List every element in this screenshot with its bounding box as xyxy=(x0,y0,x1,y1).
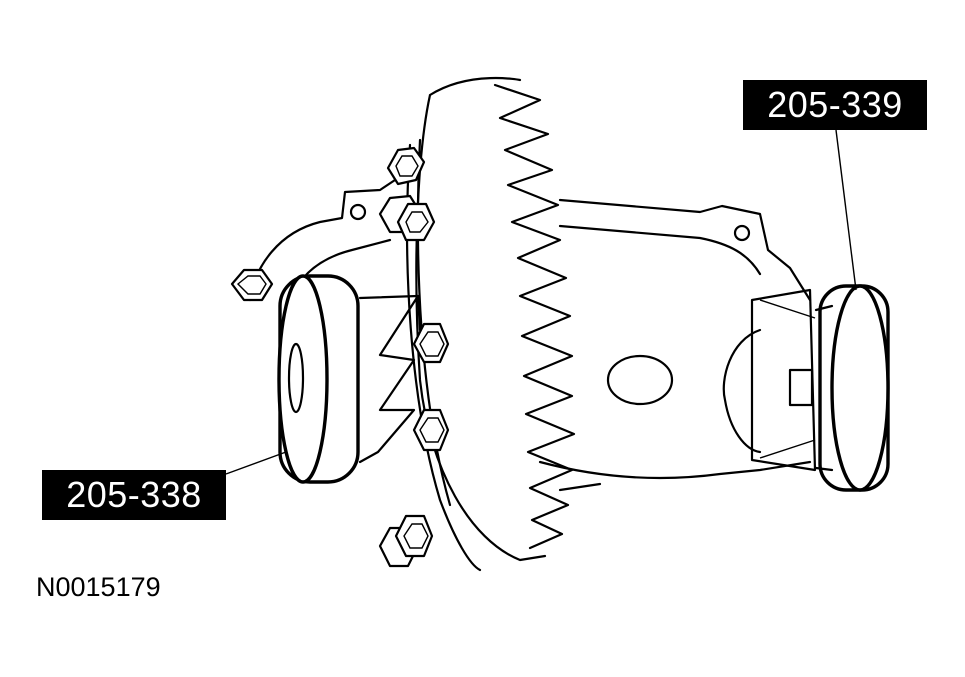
ring-gear-bolt xyxy=(412,408,450,452)
figure-id: N0015179 xyxy=(36,572,161,602)
pinion-shaft-window xyxy=(606,354,674,406)
bearing-hub xyxy=(722,328,762,454)
ring-gear-bolt xyxy=(386,146,426,186)
leader-line-205-339 xyxy=(835,129,857,291)
ring-gear-bolt xyxy=(378,514,434,568)
hex-nut xyxy=(230,268,274,302)
tool-205-339-disc xyxy=(814,284,890,492)
callout-205-338: 205-338 xyxy=(42,470,226,520)
ring-gear-bolt xyxy=(378,194,436,242)
case-bolt-hole xyxy=(733,224,751,242)
case-body xyxy=(558,198,812,302)
callout-205-339: 205-339 xyxy=(743,80,927,130)
leader-line-205-338 xyxy=(225,451,287,475)
hub-webs xyxy=(358,294,420,464)
ring-gear-bolt xyxy=(412,322,450,364)
tool-205-338-disc xyxy=(277,274,360,484)
ring-gear-teeth xyxy=(493,83,576,550)
flange-bolt-hole xyxy=(349,203,367,221)
